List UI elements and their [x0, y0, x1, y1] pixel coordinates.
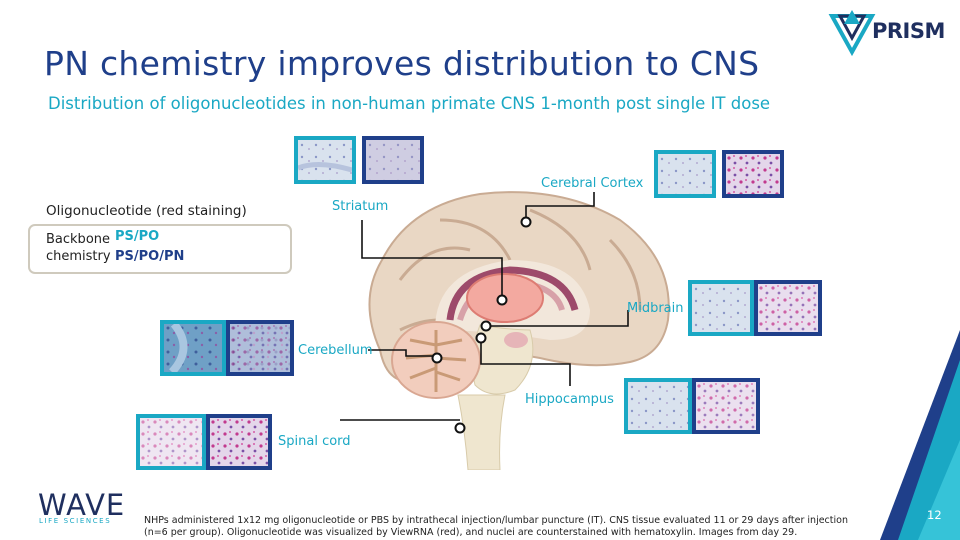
region-label-cerebral-cortex: Cerebral Cortex [541, 176, 644, 191]
spinal-cord-ps-po-pn-image [206, 414, 272, 470]
region-label-hippocampus: Hippocampus [525, 392, 614, 407]
region-label-spinal-cord: Spinal cord [278, 434, 351, 449]
backbone-label: Backbone chemistry [46, 231, 111, 265]
wave-logo: WAVE LIFE SCIENCES [38, 488, 126, 525]
hippocampus-marker [475, 332, 487, 344]
hippocampus-ps-po-pn-image [692, 378, 760, 434]
legend-item-ps-po: PS/PO [115, 229, 160, 244]
spinal-cord-marker [454, 422, 466, 434]
legend-title: Oligonucleotide (red staining) [46, 203, 247, 219]
cortex-marker [520, 216, 532, 228]
spinal-cord-shape [457, 394, 506, 470]
page-number: 12 [927, 508, 942, 522]
midbrain-ps-po-image [688, 280, 754, 336]
cortex-ps-po-image [654, 150, 716, 198]
prism-logo: PRISM [828, 8, 948, 58]
brain-illustration [340, 191, 670, 470]
region-label-midbrain: Midbrain [627, 301, 684, 316]
prism-wordmark: PRISM [872, 19, 945, 43]
legend-box: Backbone chemistry PS/PO PS/PO/PN [28, 224, 292, 274]
cerebellum-marker [431, 352, 443, 364]
cerebellum-ps-po-image [160, 320, 226, 376]
page-title: PN chemistry improves distribution to CN… [44, 44, 760, 83]
footnote: NHPs administered 1x12 mg oligonucleotid… [144, 515, 848, 538]
midbrain-ps-po-pn-image [754, 280, 822, 336]
region-label-cerebellum: Cerebellum [298, 343, 373, 358]
cortex-ps-po-pn-image [722, 150, 784, 198]
wave-wordmark: WAVE [38, 488, 126, 522]
spinal-cord-ps-po-image [136, 414, 206, 470]
backbone-label-line-2: chemistry [46, 249, 111, 264]
striatum-ps-po-pn-image [362, 136, 424, 184]
striatum-marker [496, 294, 508, 306]
page-subtitle: Distribution of oligonucleotides in non-… [48, 94, 771, 113]
hippocampus-ps-po-image [624, 378, 692, 434]
backbone-label-line-1: Backbone [46, 232, 111, 247]
legend-item-ps-po-pn: PS/PO/PN [115, 249, 185, 264]
prism-mark-icon [828, 10, 876, 57]
striatum-ps-po-image [294, 136, 356, 184]
corner-triangle-decoration [880, 330, 960, 540]
wave-tagline: LIFE SCIENCES [39, 517, 112, 525]
region-label-striatum: Striatum [332, 199, 389, 214]
cerebellum-ps-po-pn-image [226, 320, 294, 376]
midbrain-marker [480, 320, 492, 332]
